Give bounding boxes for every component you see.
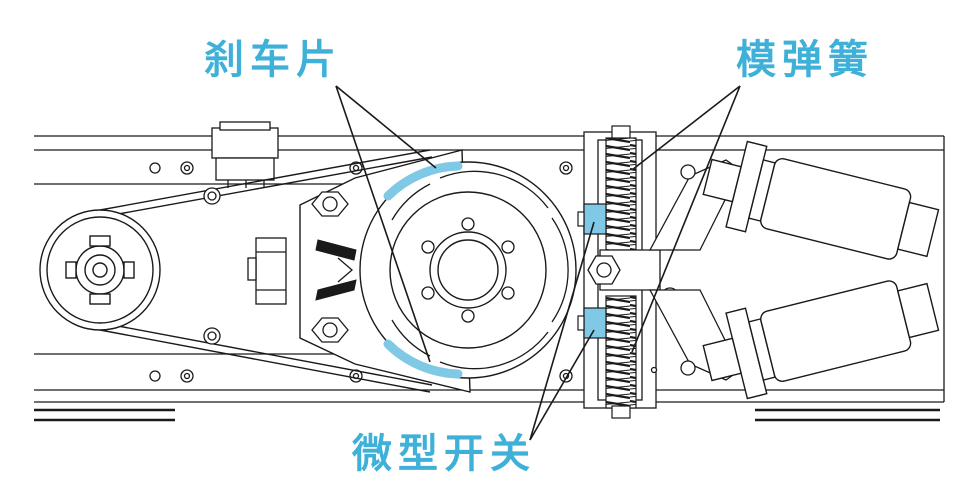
brake-disc: [359, 161, 577, 379]
rail-frame: [34, 135, 945, 422]
actuator-wedge: [337, 257, 353, 283]
connector-block: [211, 121, 279, 188]
actuator-bars: [315, 239, 357, 301]
die-springs: [605, 125, 637, 419]
solenoid-lower: [702, 280, 940, 400]
brake-pad-highlight: [383, 161, 463, 379]
rail-holes: [149, 161, 573, 383]
disc-bolt-holes: [421, 217, 515, 323]
label-die-spring: 模弹簧: [736, 37, 874, 83]
plate-bolts: [203, 187, 349, 345]
label-micro-switch: 微型开关: [352, 431, 536, 477]
side-clamp: [247, 237, 287, 305]
drive-belt: [99, 149, 433, 393]
solenoid-upper: [702, 140, 940, 260]
micro-switch-highlight: [577, 203, 607, 339]
label-brake-pad: 刹车片: [204, 37, 342, 83]
leader-lines: [335, 85, 741, 441]
small-pulley: [39, 209, 161, 331]
